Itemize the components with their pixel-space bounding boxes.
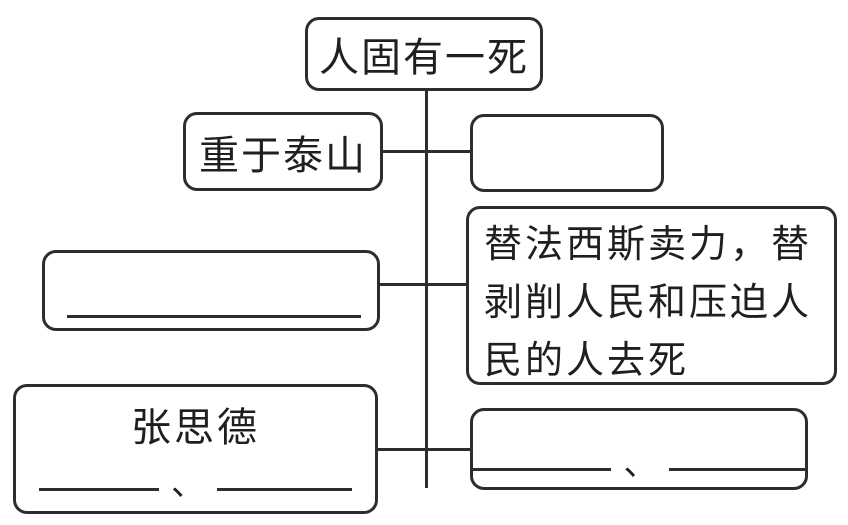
- node-blank-answer-box: [42, 250, 380, 331]
- node-fascist-description-label: 替法西斯卖力，替剥削人民和压迫人民的人去死: [484, 222, 813, 382]
- blank-line: [67, 315, 361, 318]
- node-heavier-than-taishan-label: 重于泰山: [199, 132, 367, 179]
- node-root-label: 人固有一死: [319, 35, 529, 81]
- blank-line: [669, 468, 805, 471]
- enum-separator: 、: [623, 444, 658, 484]
- blank-line: [473, 468, 612, 471]
- connector-branch-3: [378, 448, 470, 451]
- blank-pair: 、: [16, 461, 375, 501]
- blank-pair: 、: [473, 441, 805, 481]
- connector-trunk-line: [425, 91, 428, 488]
- node-zhangside-label: 张思德: [131, 405, 260, 451]
- node-blank-pair-box: 、: [470, 408, 808, 490]
- node-heavier-than-taishan: 重于泰山: [183, 112, 383, 191]
- node-empty-answer-box: [470, 114, 664, 192]
- blank-line: [217, 488, 352, 491]
- blank-line: [39, 488, 159, 491]
- node-fascist-description: 替法西斯卖力，替剥削人民和压迫人民的人去死: [466, 206, 837, 385]
- connector-branch-2: [380, 283, 466, 286]
- connector-branch-1: [383, 150, 470, 153]
- enum-separator: 、: [171, 464, 205, 504]
- node-root: 人固有一死: [305, 17, 543, 91]
- node-zhangside: 张思德 、: [13, 384, 378, 514]
